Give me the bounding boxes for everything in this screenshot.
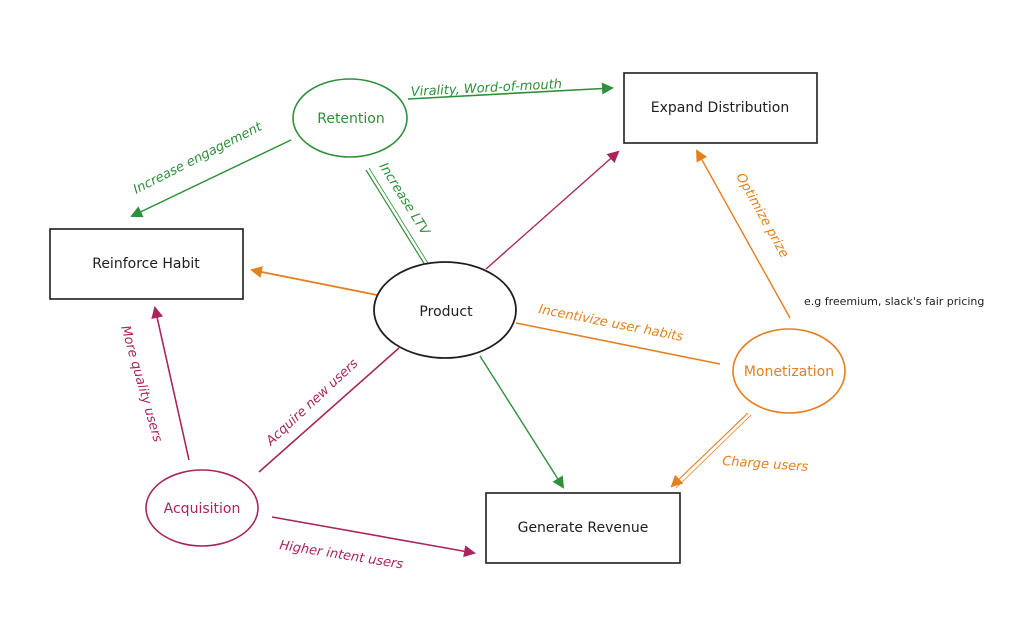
node-acquisition[interactable]: Acquisition [145,469,259,547]
edge-acquisition-generate-revenue[interactable] [271,516,476,558]
node-monetization[interactable]: Monetization [732,328,846,414]
node-expand-distribution[interactable]: Expand Distribution [623,72,818,144]
edge-product-expand-distribution[interactable] [485,150,620,270]
edge-retention-product-ltv-double [368,167,429,264]
edge-product-generate-revenue[interactable] [479,355,565,489]
edge-product-reinforce-habit[interactable] [250,266,378,296]
edge-label-incentivize-user-habits: Incentivize user habits [537,302,684,345]
edges [130,82,791,558]
edge-monetization-generate-revenue-double [675,414,752,489]
pricing-note: e.g freemium, slack's fair pricing [804,295,984,308]
edge-label-acquire-new-users: Acquire new users [263,356,362,449]
edge-retention-reinforce-habit[interactable] [130,139,292,218]
node-retention[interactable]: Retention [292,78,408,158]
edge-label-more-quality-users: More quality users [117,324,165,444]
node-acquisition-label: Acquisition [164,501,241,517]
node-product[interactable]: Product [373,261,517,359]
nodes: Expand Distribution Reinforce Habit Gene… [49,72,846,564]
node-expand-distribution-label: Expand Distribution [651,100,789,116]
edge-monetization-product[interactable] [515,322,721,365]
edge-label-charge-users: Charge users [722,454,809,475]
edge-label-increase-engagement: Increase engagement [131,119,265,197]
node-generate-revenue[interactable]: Generate Revenue [485,492,681,564]
edge-label-optimize-prize: Optimize prize [733,171,792,261]
edge-monetization-generate-revenue[interactable] [670,412,749,488]
edge-retention-expand-distribution[interactable] [407,82,614,100]
edge-retention-product-ltv[interactable] [365,169,426,266]
edge-acquisition-reinforce-habit[interactable] [151,306,190,461]
node-product-label: Product [419,304,473,320]
node-retention-label: Retention [317,111,385,127]
edge-acquisition-product[interactable] [258,347,400,473]
node-reinforce-habit-label: Reinforce Habit [92,256,200,272]
node-generate-revenue-label: Generate Revenue [518,520,649,536]
node-monetization-label: Monetization [744,364,834,380]
edge-monetization-expand-distribution[interactable] [696,149,791,319]
edge-label-higher-intent-users: Higher intent users [278,538,404,572]
edge-label-virality: Virality, Word-of-mouth [410,77,562,100]
node-reinforce-habit[interactable]: Reinforce Habit [49,228,244,300]
